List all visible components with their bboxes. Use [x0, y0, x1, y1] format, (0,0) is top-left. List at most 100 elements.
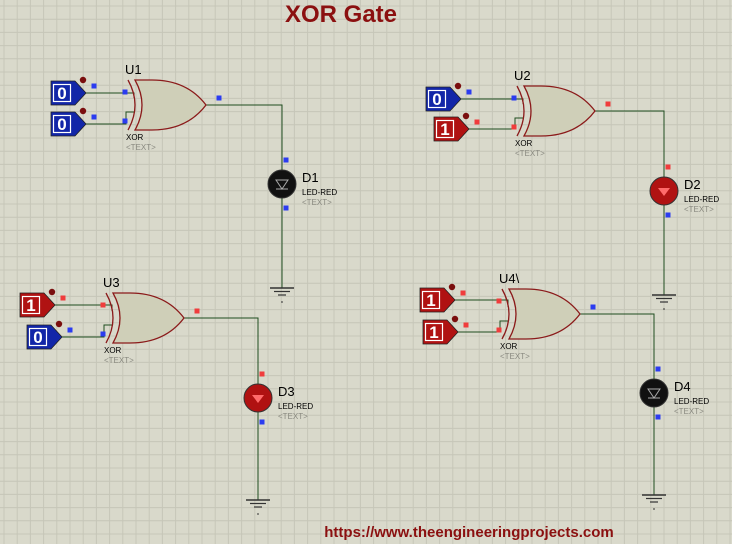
logic-state-arrow[interactable] — [433, 116, 470, 142]
state-toggle-dot[interactable] — [462, 112, 470, 120]
led-d4[interactable] — [639, 378, 669, 408]
pin-high-indicator — [60, 295, 66, 301]
led-body[interactable] — [267, 169, 297, 199]
logic-state-arrow[interactable] — [50, 80, 87, 106]
logic-input-b[interactable]: 0 — [50, 107, 87, 137]
gate-ref-label: U3 — [103, 275, 120, 290]
gate-type-label: XOR — [515, 139, 533, 148]
led-d2[interactable] — [649, 176, 679, 206]
input-wire-b — [452, 320, 508, 333]
logic-state-arrow[interactable] — [50, 111, 87, 137]
led-triangle-icon — [658, 188, 670, 196]
logic-state-arrow[interactable] — [19, 292, 56, 318]
input-wire-b — [463, 117, 523, 130]
output-wire — [206, 104, 283, 170]
state-toggle-dot[interactable] — [79, 76, 87, 84]
logic-state-arrow[interactable] — [422, 319, 459, 345]
led-text-placeholder: <TEXT> — [302, 198, 332, 207]
logic-state-arrow[interactable] — [26, 324, 63, 350]
state-toggle-dot[interactable] — [454, 82, 462, 90]
led-type-label: LED-RED — [674, 397, 709, 406]
led-body[interactable] — [639, 378, 669, 408]
logic-state-arrow[interactable] — [425, 86, 462, 112]
logic-value-box — [435, 119, 455, 139]
logic-value-box — [52, 114, 72, 134]
xor-gate-u3[interactable] — [105, 292, 185, 344]
led-type-label: LED-RED — [684, 195, 719, 204]
logic-input-a[interactable]: 0 — [425, 82, 462, 112]
state-toggle-dot[interactable] — [48, 288, 56, 296]
xor-extra-curve — [516, 85, 525, 137]
output-wire — [595, 110, 665, 177]
gate-ref-label: U4\ — [499, 271, 520, 286]
led-ref-label: D1 — [302, 170, 319, 185]
xor-gate-u1[interactable] — [127, 79, 207, 131]
logic-value: 0 — [432, 90, 441, 109]
state-toggle-dot[interactable] — [448, 283, 456, 291]
pin-low-indicator — [283, 205, 289, 211]
xor-extra-curve — [501, 288, 510, 340]
logic-value: 1 — [26, 296, 35, 315]
logic-input-b[interactable]: 0 — [26, 320, 63, 350]
pin-low-indicator — [91, 83, 97, 89]
xor-gate-body[interactable] — [507, 288, 581, 340]
led-type-label: LED-RED — [302, 188, 337, 197]
logic-value: 1 — [429, 323, 438, 342]
xor-gate-u4[interactable] — [501, 288, 581, 340]
pin-low-indicator — [91, 114, 97, 120]
gate-text-placeholder: <TEXT> — [500, 352, 530, 361]
footer-url[interactable]: https://www.theengineeringprojects.com — [324, 524, 613, 541]
xor-extra-curve — [105, 292, 114, 344]
logic-input-a[interactable]: 1 — [19, 288, 56, 318]
logic-state-arrow[interactable] — [419, 287, 456, 313]
led-ref-label: D3 — [278, 384, 295, 399]
pin-low-indicator — [122, 118, 128, 124]
xor-gate-body[interactable] — [522, 85, 596, 137]
led-ref-label: D2 — [684, 177, 701, 192]
pin-high-indicator — [463, 322, 469, 328]
pin-low-indicator — [665, 212, 671, 218]
pin-high-indicator — [496, 298, 502, 304]
gate-type-label: XOR — [500, 342, 518, 351]
page-title: XOR Gate — [285, 1, 397, 28]
pin-low-indicator — [283, 157, 289, 163]
logic-input-b[interactable]: 1 — [422, 315, 459, 345]
led-text-placeholder: <TEXT> — [684, 205, 714, 214]
xor-gate-body[interactable] — [111, 292, 185, 344]
input-wire-b — [56, 324, 112, 338]
xor-gate-body[interactable] — [133, 79, 207, 131]
pin-low-indicator — [216, 95, 222, 101]
logic-input-a[interactable]: 0 — [50, 76, 87, 106]
pin-high-indicator — [194, 308, 200, 314]
pin-low-indicator — [259, 419, 265, 425]
logic-input-a[interactable]: 1 — [419, 283, 456, 313]
led-triangle-icon — [252, 395, 264, 403]
pin-high-indicator — [460, 290, 466, 296]
logic-value-box — [427, 89, 447, 109]
pin-high-indicator — [259, 371, 265, 377]
led-triangle-icon — [647, 388, 661, 399]
led-ref-label: D4 — [674, 379, 691, 394]
gate-text-placeholder: <TEXT> — [104, 356, 134, 365]
led-type-label: LED-RED — [278, 402, 313, 411]
logic-value-box — [21, 295, 41, 315]
led-d3[interactable] — [243, 383, 273, 413]
pin-low-indicator — [655, 414, 661, 420]
state-toggle-dot[interactable] — [451, 315, 459, 323]
logic-value-box — [424, 322, 444, 342]
logic-value: 0 — [57, 84, 66, 103]
logic-input-b[interactable]: 1 — [433, 112, 470, 142]
logic-value-box — [28, 327, 48, 347]
state-toggle-dot[interactable] — [55, 320, 63, 328]
pin-low-indicator — [466, 89, 472, 95]
gate-text-placeholder: <TEXT> — [515, 149, 545, 158]
pin-low-indicator — [100, 331, 106, 337]
state-toggle-dot[interactable] — [79, 107, 87, 115]
led-d1[interactable] — [267, 169, 297, 199]
xor-gate-u2[interactable] — [516, 85, 596, 137]
